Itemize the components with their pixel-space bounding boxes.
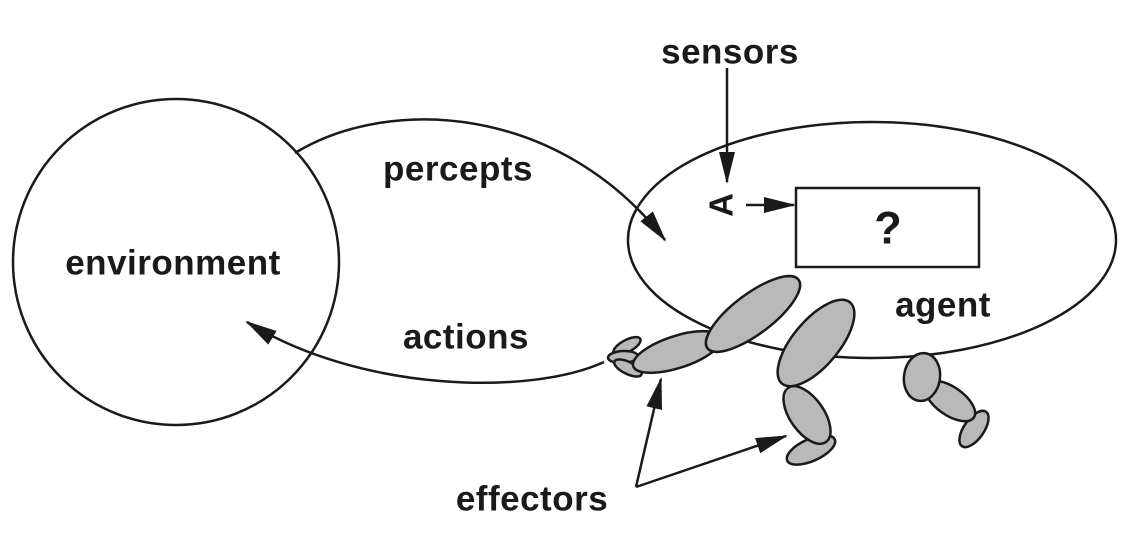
actions-arrow: [245, 320, 605, 385]
effector-limbs: [606, 274, 990, 466]
front-thigh: [776, 298, 856, 388]
back-hip: [902, 351, 942, 403]
percepts-label: percepts: [383, 150, 533, 189]
effector-arm: [606, 274, 802, 378]
question-mark: ?: [874, 203, 902, 254]
percepts-arrow: [294, 118, 667, 242]
effectors-arrow-leg: [635, 434, 788, 489]
agent-label: agent: [895, 286, 991, 325]
sensors-label: sensors: [661, 33, 799, 72]
agent-program-box: [794, 186, 981, 269]
finger-icon: [613, 358, 643, 378]
upper-arm: [704, 274, 802, 354]
effector-back-leg: [902, 351, 990, 449]
effectors-arrow-arm: [634, 377, 663, 488]
front-shin: [782, 385, 832, 445]
actions-label: actions: [403, 318, 529, 357]
effector-front-leg: [776, 298, 856, 466]
sensor-eye-icon: A: [703, 193, 740, 217]
environment-label: environment: [65, 244, 281, 283]
effectors-label: effectors: [456, 480, 608, 519]
back-foot: [958, 409, 990, 449]
